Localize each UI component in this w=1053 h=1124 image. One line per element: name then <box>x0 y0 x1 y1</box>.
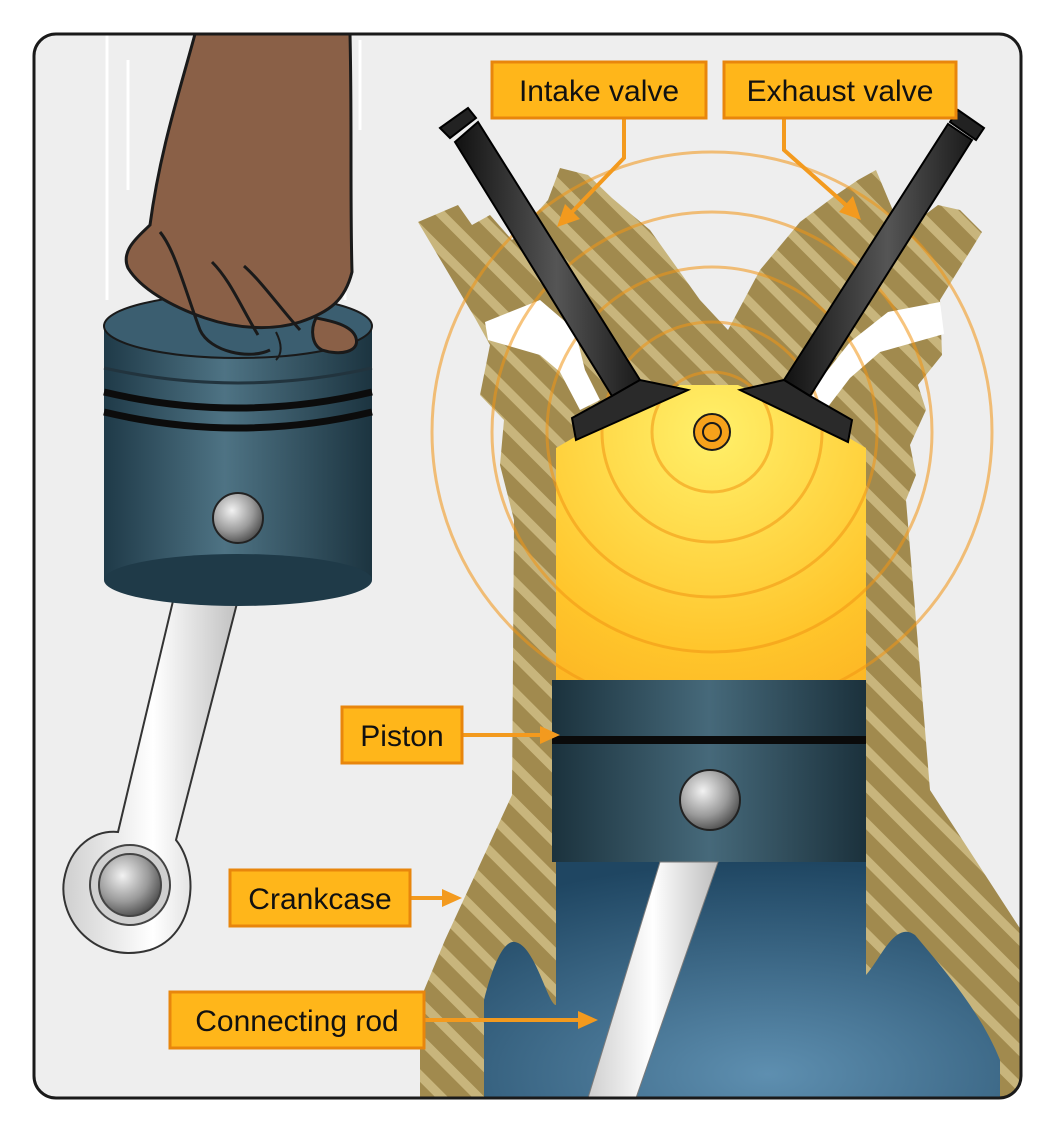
spark-plug-tip <box>693 413 731 451</box>
combustion-chamber <box>556 385 866 680</box>
intake-valve-label-text: Intake valve <box>519 75 679 108</box>
intake-valve-label: Intake valve <box>490 60 708 120</box>
crankcase-label-text: Crankcase <box>248 883 391 916</box>
engine-piston <box>552 680 866 862</box>
crankcase-label: Crankcase <box>228 868 412 928</box>
loose-connecting-rod <box>62 579 245 954</box>
arrow-heads <box>442 196 861 1029</box>
intake-valve <box>438 106 692 442</box>
piston-label-text: Piston <box>360 720 443 753</box>
exhaust-valve-label-text: Exhaust valve <box>747 75 934 108</box>
exhaust-port <box>806 302 944 412</box>
connecting-rod-label-text: Connecting rod <box>195 1005 398 1038</box>
engine-connecting-rod <box>587 861 719 1098</box>
hand <box>124 34 358 361</box>
connecting-rod-label: Connecting rod <box>168 990 426 1050</box>
frame-border <box>32 32 1023 1100</box>
leader-lines <box>410 118 848 1022</box>
exhaust-valve-label: Exhaust valve <box>722 60 958 120</box>
piston-label: Piston <box>340 705 464 765</box>
